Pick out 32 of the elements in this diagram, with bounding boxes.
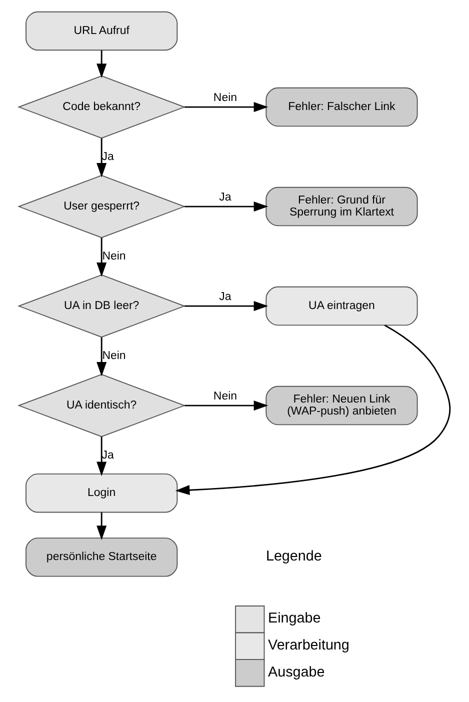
node-box: URL Aufruf bbox=[26, 11, 178, 51]
node-diamond: UA identisch? bbox=[17, 374, 186, 438]
label: Legende bbox=[266, 548, 322, 565]
arrow bbox=[96, 238, 107, 277]
arrow bbox=[175, 324, 451, 496]
edge-label: Nein bbox=[102, 350, 126, 362]
arrow bbox=[184, 301, 268, 312]
edge-label: Nein bbox=[213, 390, 238, 402]
arrow bbox=[184, 400, 268, 411]
edge-label: Nein bbox=[213, 92, 238, 104]
arrow bbox=[96, 50, 107, 78]
edge-label: Nein bbox=[102, 250, 126, 262]
node-box: persönliche Startseite bbox=[26, 538, 178, 577]
arrow bbox=[96, 337, 107, 376]
edge-label: Ja bbox=[219, 290, 232, 303]
node-box: UA eintragen bbox=[266, 286, 418, 326]
node-box: Fehler: Neuen Link (WAP-push) anbieten bbox=[266, 386, 418, 426]
node-box: Fehler: Falscher Link bbox=[266, 87, 418, 127]
legend-label: Verarbeitung bbox=[268, 638, 350, 654]
arrow bbox=[184, 102, 268, 112]
arrow bbox=[96, 512, 107, 540]
legend-label: Ausgabe bbox=[268, 664, 325, 680]
legend-label: Eingabe bbox=[268, 610, 321, 627]
arrow bbox=[184, 202, 268, 212]
arrow bbox=[96, 436, 107, 476]
node-diamond: Code bekannt? bbox=[17, 75, 186, 139]
edge-label: Ja bbox=[219, 191, 232, 204]
node-box: Fehler: Grund für Sperrung im Klartext bbox=[266, 186, 418, 226]
arrow bbox=[96, 138, 107, 178]
node-box: Login bbox=[26, 473, 178, 513]
node-diamond: UA in DB leer? bbox=[17, 274, 186, 338]
node-diamond: User gesperrt? bbox=[17, 174, 186, 238]
